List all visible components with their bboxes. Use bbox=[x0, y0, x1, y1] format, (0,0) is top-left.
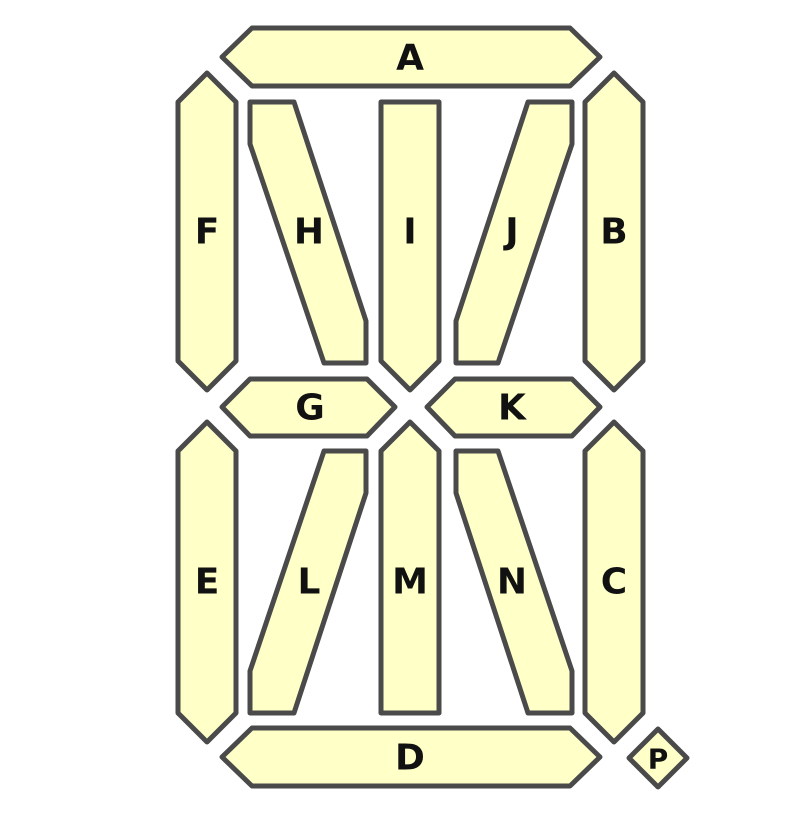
segment-p-label: P bbox=[648, 743, 669, 776]
segment-f-label: F bbox=[195, 212, 220, 253]
segment-m-label: M bbox=[392, 562, 428, 603]
segment-c: C bbox=[582, 419, 646, 745]
segment-j: J bbox=[453, 99, 575, 366]
segment-c-label: C bbox=[601, 562, 627, 603]
segment-b: B bbox=[582, 70, 646, 393]
segment-l: L bbox=[247, 448, 369, 716]
segment-k: K bbox=[424, 376, 603, 439]
segment-a-label: A bbox=[396, 38, 424, 79]
segment-h-label: H bbox=[294, 212, 324, 253]
segment-d: D bbox=[219, 725, 603, 789]
segment-g: G bbox=[219, 376, 398, 439]
segment-i: I bbox=[378, 99, 442, 393]
segment-b-label: B bbox=[600, 212, 627, 253]
segment-e: E bbox=[175, 419, 239, 745]
segment-n-label: N bbox=[497, 562, 527, 603]
segment-g-label: G bbox=[295, 388, 325, 429]
segment-e-label: E bbox=[195, 562, 220, 603]
segment-a: A bbox=[219, 25, 603, 89]
segment-k-label: K bbox=[498, 388, 527, 429]
segment-j-label: J bbox=[502, 212, 518, 253]
segment-l-label: L bbox=[298, 562, 321, 603]
segment-n: N bbox=[453, 448, 575, 716]
segment-m: M bbox=[378, 419, 442, 716]
segment-f: F bbox=[175, 70, 239, 393]
segment-p: P bbox=[626, 726, 690, 790]
segment-d-label: D bbox=[395, 738, 425, 779]
segment-i-label: I bbox=[403, 212, 416, 253]
segment-h: H bbox=[247, 99, 369, 366]
